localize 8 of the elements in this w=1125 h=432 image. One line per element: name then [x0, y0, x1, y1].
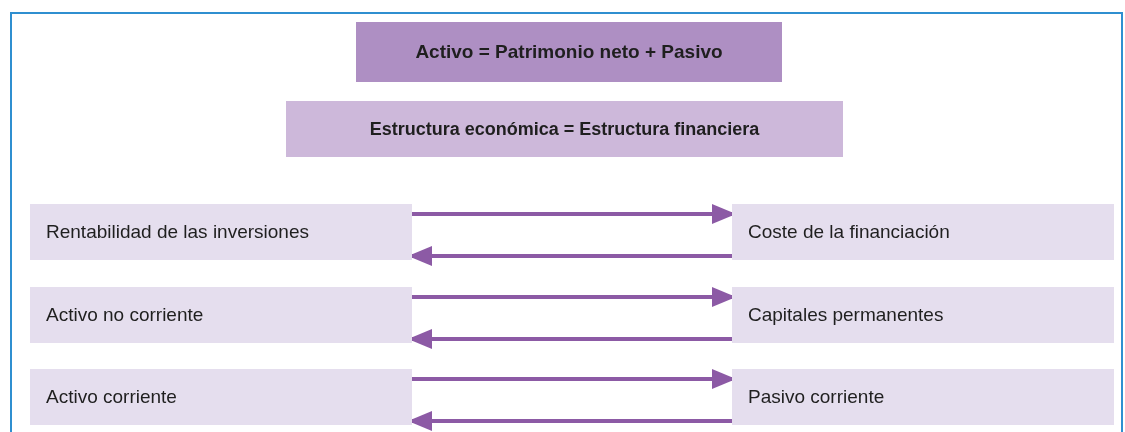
text-box: Capitales permanentes: [732, 287, 1114, 343]
text-box: Activo corriente: [30, 369, 412, 425]
text-box: Pasivo corriente: [732, 369, 1114, 425]
text-box: Estructura económica = Estructura financiera: [286, 101, 843, 157]
text-box: Rentabilidad de las inversiones: [30, 204, 412, 260]
text-box: Coste de la financiación: [732, 204, 1114, 260]
text-box: Activo no corriente: [30, 287, 412, 343]
text-box: Activo = Patrimonio neto + Pasivo: [356, 22, 782, 82]
